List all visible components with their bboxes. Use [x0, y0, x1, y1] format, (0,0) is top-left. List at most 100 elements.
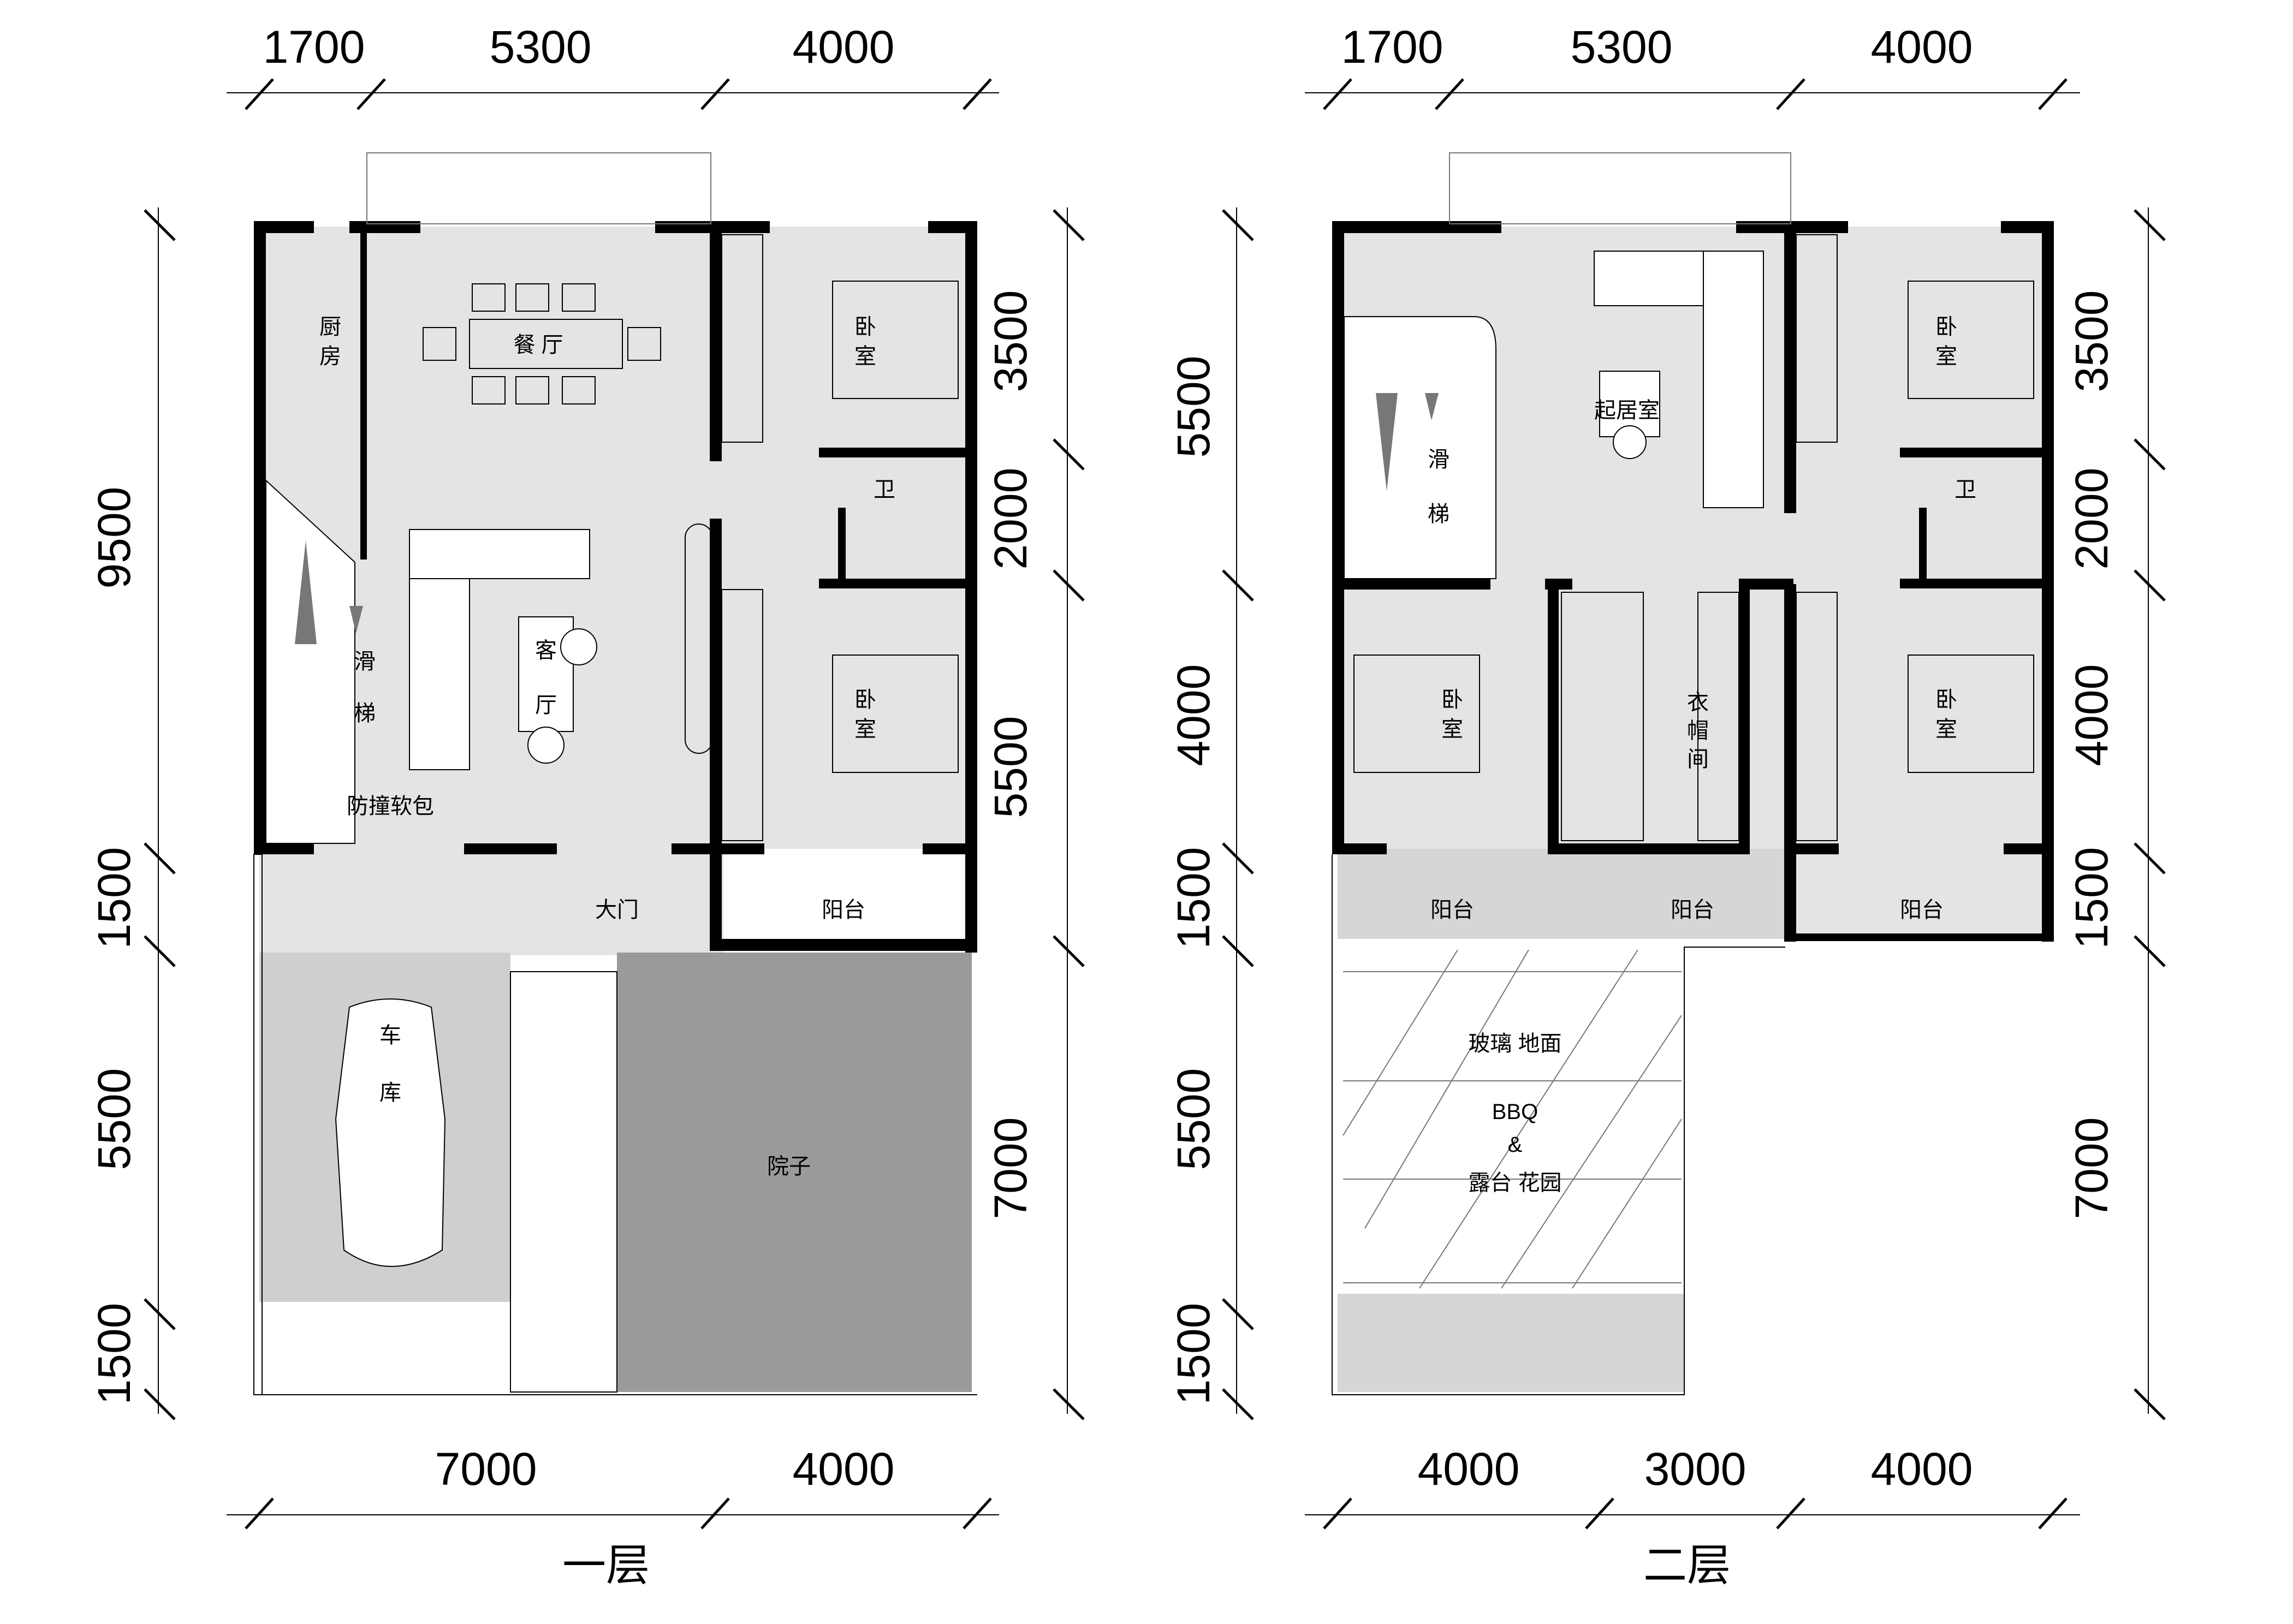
terrace-label-line-3: & [1508, 1133, 1523, 1157]
floor-2-right-dim-4: 1500 [2066, 847, 2117, 949]
living-label-2: 厅 [535, 693, 557, 717]
living-label-1: 客 [535, 639, 557, 663]
floor-2-balcony-right-label: 阳台 [1900, 898, 1944, 922]
elevator-label-2: 梯 [354, 701, 376, 725]
floor-1-left-dim-4: 1500 [88, 1303, 140, 1405]
floor-2-left-dim-5: 1500 [1168, 1303, 1219, 1405]
floor-2-north-wall-c [2001, 221, 2053, 233]
floor-1-west-wall [254, 221, 266, 854]
closet-label-1: 衣 [1687, 691, 1709, 715]
bath-wall-south [819, 579, 972, 588]
closet-label-3: 间 [1687, 747, 1709, 771]
floor-1-bedroom-wall-north [710, 221, 722, 461]
floor-2-south-wall-d [2004, 843, 2053, 854]
terrace-label-line-4: 露台 花园 [1468, 1171, 1561, 1195]
bed-2 [832, 655, 959, 773]
floor-1-interior-fill [259, 227, 972, 849]
floor-2-title: 二层 [1643, 1541, 1731, 1590]
family-room-sofa [1594, 251, 1764, 508]
kitchen-label-2: 房 [319, 344, 341, 368]
floor-2-bottom-dim-1: 4000 [1418, 1443, 1520, 1495]
floor-2-bedroom-1-label-1: 卧 [1935, 315, 1957, 339]
entry-porch-fill [259, 849, 723, 955]
yard-fill [617, 953, 972, 1392]
floor-1-right-dim-2: 2000 [985, 468, 1036, 570]
floor-2-bed-left [1353, 655, 1480, 773]
floor-2-bottom-dimensions: 4000 3000 4000 [1305, 1443, 2080, 1530]
floor-2-rear-balcony [1449, 152, 1791, 224]
floor-2-balcony-east-wall [2042, 843, 2054, 942]
floor-1-south-wall-c [672, 843, 764, 854]
floor-2-elevator-arrow-icon [1425, 393, 1439, 420]
floor-1-plan: 厨 房 餐 厅 卧 室 卫 卧 室 滑 梯 客 厅 防撞软包 大门 阳台 车 库… [88, 21, 1085, 1590]
stair-arrow-icon [295, 540, 317, 644]
rear-terrace [366, 152, 711, 224]
elevator-label-1: 滑 [354, 650, 376, 674]
closet-east-wall [1739, 579, 1750, 852]
floor-1-right-dimensions: 3500 2000 5500 7000 [985, 207, 1085, 1420]
floor-2-right-dim-3: 4000 [2066, 664, 2117, 766]
floor-2-balcony-south-wall [1784, 933, 2046, 941]
floor-1-top-dimensions: 1700 5300 4000 [227, 21, 999, 110]
living-sofa [409, 529, 597, 770]
floor-2-bedroom-right-label-2: 室 [1935, 717, 1957, 741]
closet-west-wall [1548, 579, 1559, 852]
floor-2-elevator-label-1: 滑 [1428, 448, 1450, 472]
floor-2-bedroom-left-label-1: 卧 [1441, 688, 1463, 712]
floor-1-staircase [265, 479, 363, 844]
floor-2-bath-inner-wall [1919, 508, 1927, 584]
terrace-outline [1332, 854, 1785, 1395]
bedroom-1-label-1: 卧 [854, 315, 876, 339]
kitchen-partition [360, 227, 367, 560]
floor-1-right-dim-4: 7000 [985, 1117, 1036, 1220]
floor-2-elevator-label-2: 梯 [1428, 502, 1450, 526]
dining-chairs [423, 283, 661, 404]
floor-2-left-dim-3: 1500 [1168, 847, 1219, 949]
floor-2-balcony-mid-label: 阳台 [1671, 898, 1714, 922]
floor-2-north-wall-a [1332, 221, 1501, 233]
closet-label-2: 帽 [1687, 719, 1709, 743]
floor-1-bottom-dim-2: 4000 [793, 1443, 895, 1495]
floor-1-top-dim-3: 4000 [793, 21, 895, 73]
floor-2-stair-arrow-icon [1376, 393, 1398, 491]
floor-1-left-dim-2: 1500 [88, 847, 140, 949]
floor-2-right-dim-1: 3500 [2066, 290, 2117, 392]
floor-2-right-dim-2: 2000 [2066, 468, 2117, 570]
floor-1-title: 一层 [562, 1541, 650, 1590]
tv-cabinet [685, 524, 713, 754]
padding-label: 防撞软包 [347, 794, 434, 818]
floor-1-south-wall-a [254, 843, 314, 854]
floor-2-top-dim-1: 1700 [1341, 21, 1443, 73]
floor-2-right-dimensions: 3500 2000 4000 1500 7000 [2066, 207, 2166, 1420]
floor-2-wardrobe-1 [1796, 234, 1838, 443]
floor-2-plan: 起居室 滑 梯 卧 室 卫 卧 室 衣 帽 间 卧 室 阳台 阳台 阳台 玻璃 … [1168, 21, 2166, 1590]
floor-2-left-dim-2: 4000 [1168, 664, 1219, 766]
bath-label: 卫 [874, 478, 895, 502]
floor-1-right-dim-1: 3500 [985, 290, 1036, 392]
floor-2-top-dim-3: 4000 [1871, 21, 1973, 73]
floor-2-stair-wall [1332, 579, 1490, 590]
floor-2-south-wall-c [1784, 843, 1839, 854]
floor-1-bedroom-wall-south [710, 519, 722, 950]
floor-2-closet-wall-b [1739, 579, 1793, 590]
floor-2-bath-wall-north [1900, 448, 2053, 457]
floor-1-bottom-dim-1: 7000 [435, 1443, 537, 1495]
floor-2-bedroom-left-label-2: 室 [1441, 717, 1463, 741]
bed-1 [832, 281, 959, 399]
kitchen-label-1: 厨 [319, 315, 341, 339]
dining-label: 餐 厅 [513, 333, 563, 357]
wardrobe-1 [721, 234, 763, 443]
balcony-label: 阳台 [822, 898, 865, 922]
floor-2-bedroom-right-label-1: 卧 [1935, 688, 1957, 712]
floor-1-right-dim-3: 5500 [985, 716, 1036, 818]
floor-2-bath-wall-south [1900, 579, 2053, 588]
floor-1-north-wall-d [928, 221, 977, 233]
car-icon [335, 998, 446, 1267]
garage-label-1: 车 [379, 1024, 401, 1048]
floor-1-left-dim-1: 9500 [88, 487, 140, 589]
dining-table [469, 319, 623, 369]
floor-2-bedroom-wall-south [1784, 584, 1796, 846]
yard-label: 院子 [767, 1155, 811, 1179]
floor-2-south-wall-b [1548, 843, 1750, 854]
